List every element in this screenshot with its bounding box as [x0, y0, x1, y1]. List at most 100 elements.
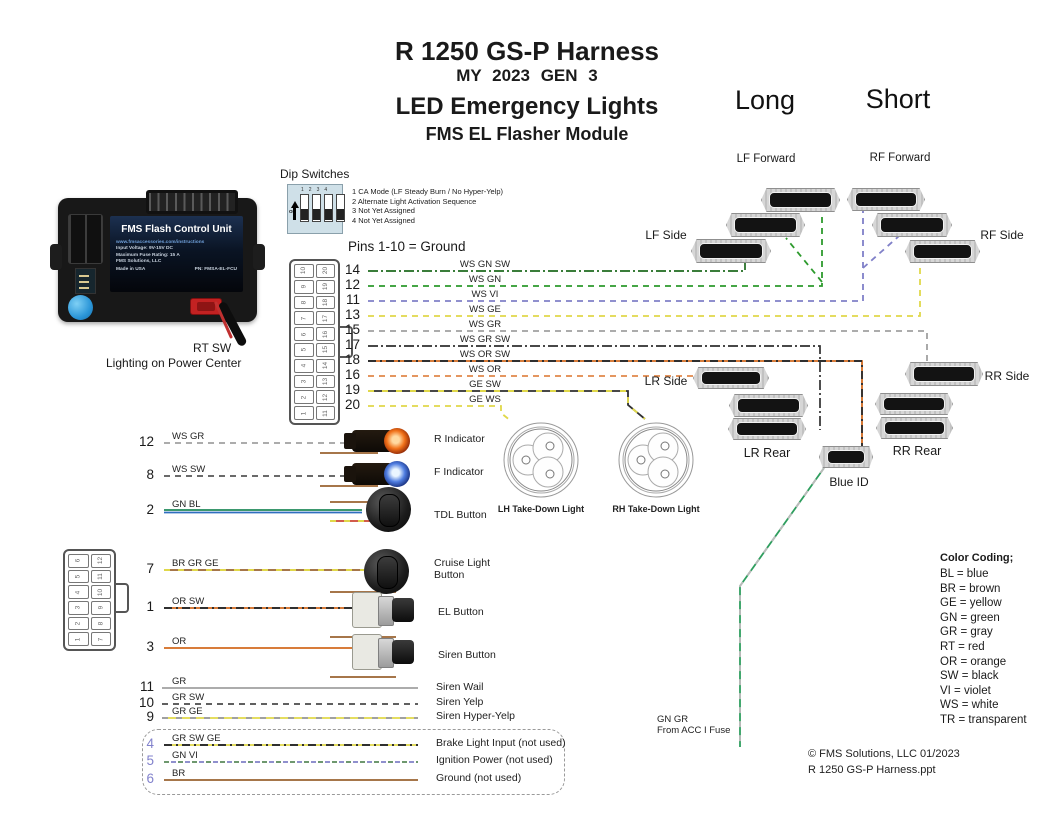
- connector-pin-cell: 9: [294, 279, 314, 294]
- connector-pin-cell: 12: [315, 390, 335, 405]
- connector-pin-cell: 8: [90, 616, 111, 631]
- connector-pin-cell: 6: [294, 327, 314, 341]
- wire-label: WS GE: [469, 304, 501, 315]
- rh-take-down-light-image: [618, 422, 694, 498]
- wire-label: WS GN SW: [459, 259, 511, 270]
- dip-switch-note: 1 CA Mode (LF Steady Burn / No Hyper-Yel…: [352, 187, 504, 196]
- connector-pin-cell: 16: [315, 327, 335, 341]
- wire-label: OR: [172, 636, 187, 647]
- connector-pin-cell: 3: [68, 600, 89, 615]
- dip-switch-number: 3: [316, 187, 320, 193]
- wire-label: WS VI: [471, 289, 499, 300]
- connector-pin-cell: 11: [90, 569, 111, 584]
- connector-pin-cell: 5: [68, 569, 89, 584]
- pin-number-left: 5: [146, 753, 154, 768]
- rocker-switch-image: [364, 549, 409, 594]
- led-light-bar: [847, 188, 925, 211]
- pin-number-left: 4: [146, 736, 154, 751]
- label-rf-forward: RF Forward: [869, 152, 931, 164]
- header-short: Short: [865, 84, 931, 114]
- color-coding-entry: GR = gray: [940, 626, 993, 639]
- unit-top-connector: [146, 190, 238, 214]
- row-function-label: Siren Button: [438, 649, 496, 661]
- connector-pin-cell: 2: [68, 616, 89, 631]
- unit-panel-url: www.fmsaccessories.com/instructions: [116, 240, 205, 245]
- pin-number-left: 2: [146, 502, 154, 517]
- row-function-label: EL Button: [438, 606, 484, 618]
- color-coding-entry: TR = transparent: [940, 713, 1027, 726]
- title-model-year: MY 2023 GEN 3: [456, 66, 598, 85]
- connector-pin-cell: 1: [294, 406, 314, 420]
- color-coding-entry: GN = green: [940, 611, 1000, 624]
- pin-number-right: 18: [344, 352, 360, 367]
- color-coding-entry: BL = blue: [940, 568, 989, 580]
- pin-number-left: 11: [139, 679, 154, 694]
- connector-pin-cell: 7: [294, 311, 314, 326]
- row-function-label: Cruise Light Button: [434, 557, 491, 581]
- led-light-bar: [905, 362, 983, 386]
- dip-switches-label: Dip Switches: [280, 167, 350, 181]
- footer-filename: R 1250 GS-P Harness.ppt: [808, 764, 936, 776]
- connector-pin-cell: 13: [315, 374, 335, 389]
- wire-label: GE SW: [469, 379, 501, 390]
- unit-panel-made-in: Made in USA: [116, 266, 146, 272]
- wire-label: GR: [172, 676, 187, 687]
- unit-dip-switch: [75, 268, 96, 294]
- wire-label: WS OR SW: [459, 349, 511, 360]
- dip-switch-lever: [324, 194, 333, 222]
- led-light-bar: [726, 213, 805, 237]
- unit-label-panel: FMS Flash Control Unit www.fmsaccessorie…: [110, 216, 243, 292]
- unit-panel-company: FMS Solutions, LLC: [116, 259, 162, 265]
- color-coding-entry: OR = orange: [940, 655, 1007, 668]
- led-light-bar: [729, 394, 808, 417]
- dip-on-arrow-icon: [291, 201, 299, 223]
- wire-label: WS OR: [468, 364, 502, 375]
- dip-switch-note: 3 Not Yet Assigned: [352, 206, 415, 215]
- pin-number-right: 20: [344, 397, 360, 412]
- row-function-label: R Indicator: [434, 433, 485, 445]
- wire-label: OR SW: [172, 596, 205, 607]
- dip-on-label: ON: [289, 209, 296, 214]
- lh-take-down-light-label: LH Take-Down Light: [497, 504, 585, 514]
- connector-pin-cell: 4: [68, 585, 89, 599]
- led-light-bar: [728, 418, 806, 440]
- dip-switch-number: 2: [308, 187, 312, 193]
- led-light-bar: [872, 213, 952, 237]
- unit-blue-button: [68, 295, 93, 320]
- pin-number-right: 15: [344, 322, 360, 337]
- connector-pin-cell: 10: [90, 585, 111, 599]
- connector-pin-cell: 4: [294, 358, 314, 373]
- row-function-label: Ignition Power (not used): [436, 754, 553, 766]
- unit-left-connector: [68, 214, 103, 264]
- unused-signals-box: [142, 729, 565, 795]
- wire-label: GE WS: [469, 394, 501, 405]
- title-subtitle: LED Emergency Lights: [395, 93, 659, 120]
- wire-label: GR SW GE: [172, 733, 221, 744]
- connector-pin-cell: 8: [294, 295, 314, 310]
- unit-panel-part-number: PN: FMSA-EL-FCU: [194, 266, 237, 272]
- dip-switch-levers: [300, 194, 345, 222]
- dip-switch-number: 4: [324, 187, 328, 193]
- dip-switch-notes: 1 CA Mode (LF Steady Burn / No Hyper-Yel…: [352, 187, 503, 225]
- row-function-label: Brake Light Input (not used): [436, 737, 566, 749]
- pin-number-left: 12: [138, 434, 154, 449]
- connector-pin-cell: 9: [90, 600, 111, 615]
- label-blue-id: Blue ID: [829, 475, 869, 489]
- label-lr-side: LR Side: [644, 374, 688, 388]
- color-coding-entry: SW = black: [940, 670, 999, 683]
- wire-label: GN VI: [172, 750, 198, 761]
- color-coding-entry: RT = red: [940, 640, 985, 653]
- pin-number-left: 10: [138, 695, 154, 710]
- pin-number-left: 3: [146, 639, 154, 654]
- led-light-bar: [875, 393, 953, 415]
- unit-caption-rt-sw: RT SW: [193, 341, 232, 355]
- pin-number-right: 19: [344, 382, 360, 397]
- connector-pin-cell: 20: [315, 264, 335, 278]
- wire-label: GR SW: [172, 692, 205, 703]
- wire-label: WS GR: [172, 431, 205, 442]
